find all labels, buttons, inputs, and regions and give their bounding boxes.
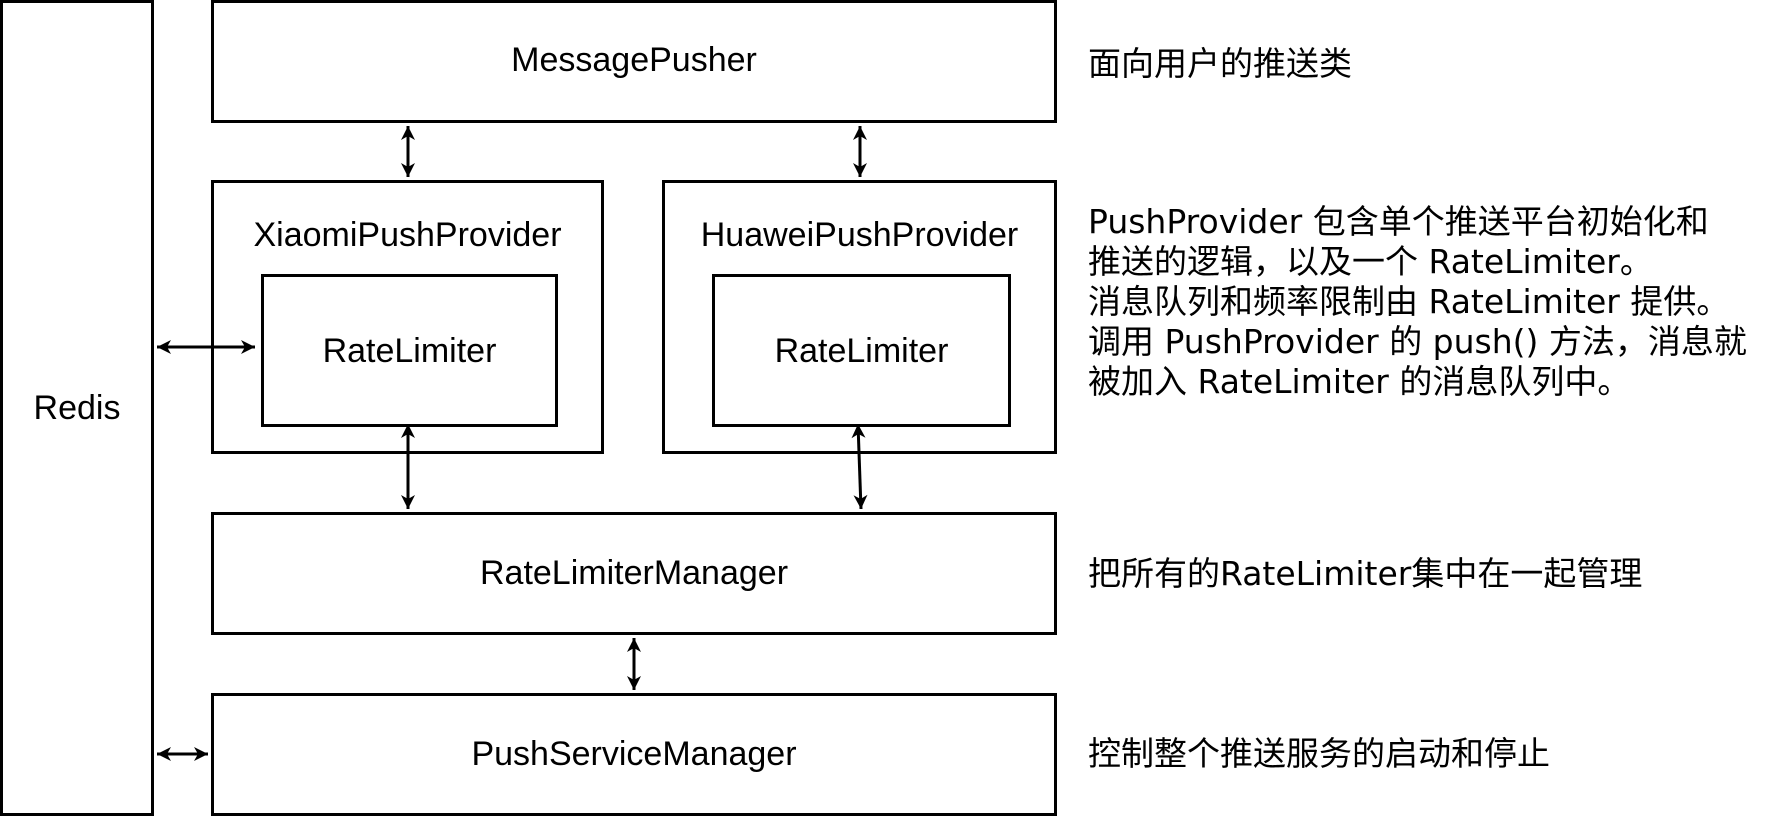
note-provider-line: 调用 PushProvider 的 push() 方法，消息就	[1088, 322, 1747, 361]
huawei-rate-limiter-box: RateLimiter	[712, 274, 1011, 427]
xiaomi-rate-limiter-box: RateLimiter	[261, 274, 558, 427]
xiaomi-provider-label: XiaomiPushProvider	[253, 216, 562, 254]
rate-limiter-manager-box: RateLimiterManager	[211, 512, 1057, 635]
note-provider-line: 被加入 RateLimiter 的消息队列中。	[1088, 362, 1631, 401]
rate-limiter-manager-label: RateLimiterManager	[479, 554, 789, 592]
note-provider-line: 消息队列和频率限制由 RateLimiter 提供。	[1088, 282, 1730, 321]
note-provider: PushProvider 包含单个推送平台初始化和 推送的逻辑，以及一个 Rat…	[1088, 202, 1747, 402]
note-rate-limiter-manager: 把所有的RateLimiter集中在一起管理	[1088, 554, 1643, 593]
note-provider-line: PushProvider 包含单个推送平台初始化和	[1088, 202, 1709, 241]
redis-box: Redis	[0, 0, 154, 816]
arrow-huawei-ratelimiter-manager	[851, 423, 868, 510]
redis-label: Redis	[33, 389, 121, 427]
note-provider-line: 推送的逻辑，以及一个 RateLimiter。	[1088, 242, 1653, 281]
xiaomi-rate-limiter-label: RateLimiter	[322, 332, 497, 370]
xiaomi-provider-box: XiaomiPushProvider RateLimiter	[211, 180, 604, 454]
huawei-rate-limiter-label: RateLimiter	[774, 332, 949, 370]
push-service-manager-label: PushServiceManager	[471, 735, 797, 773]
note-message-pusher: 面向用户的推送类	[1088, 44, 1352, 83]
message-pusher-box: MessagePusher	[211, 0, 1057, 123]
note-push-service-manager: 控制整个推送服务的启动和停止	[1088, 734, 1550, 773]
huawei-provider-box: HuaweiPushProvider RateLimiter	[662, 180, 1057, 454]
message-pusher-label: MessagePusher	[511, 41, 757, 79]
push-service-manager-box: PushServiceManager	[211, 693, 1057, 816]
huawei-provider-label: HuaweiPushProvider	[700, 216, 1019, 254]
